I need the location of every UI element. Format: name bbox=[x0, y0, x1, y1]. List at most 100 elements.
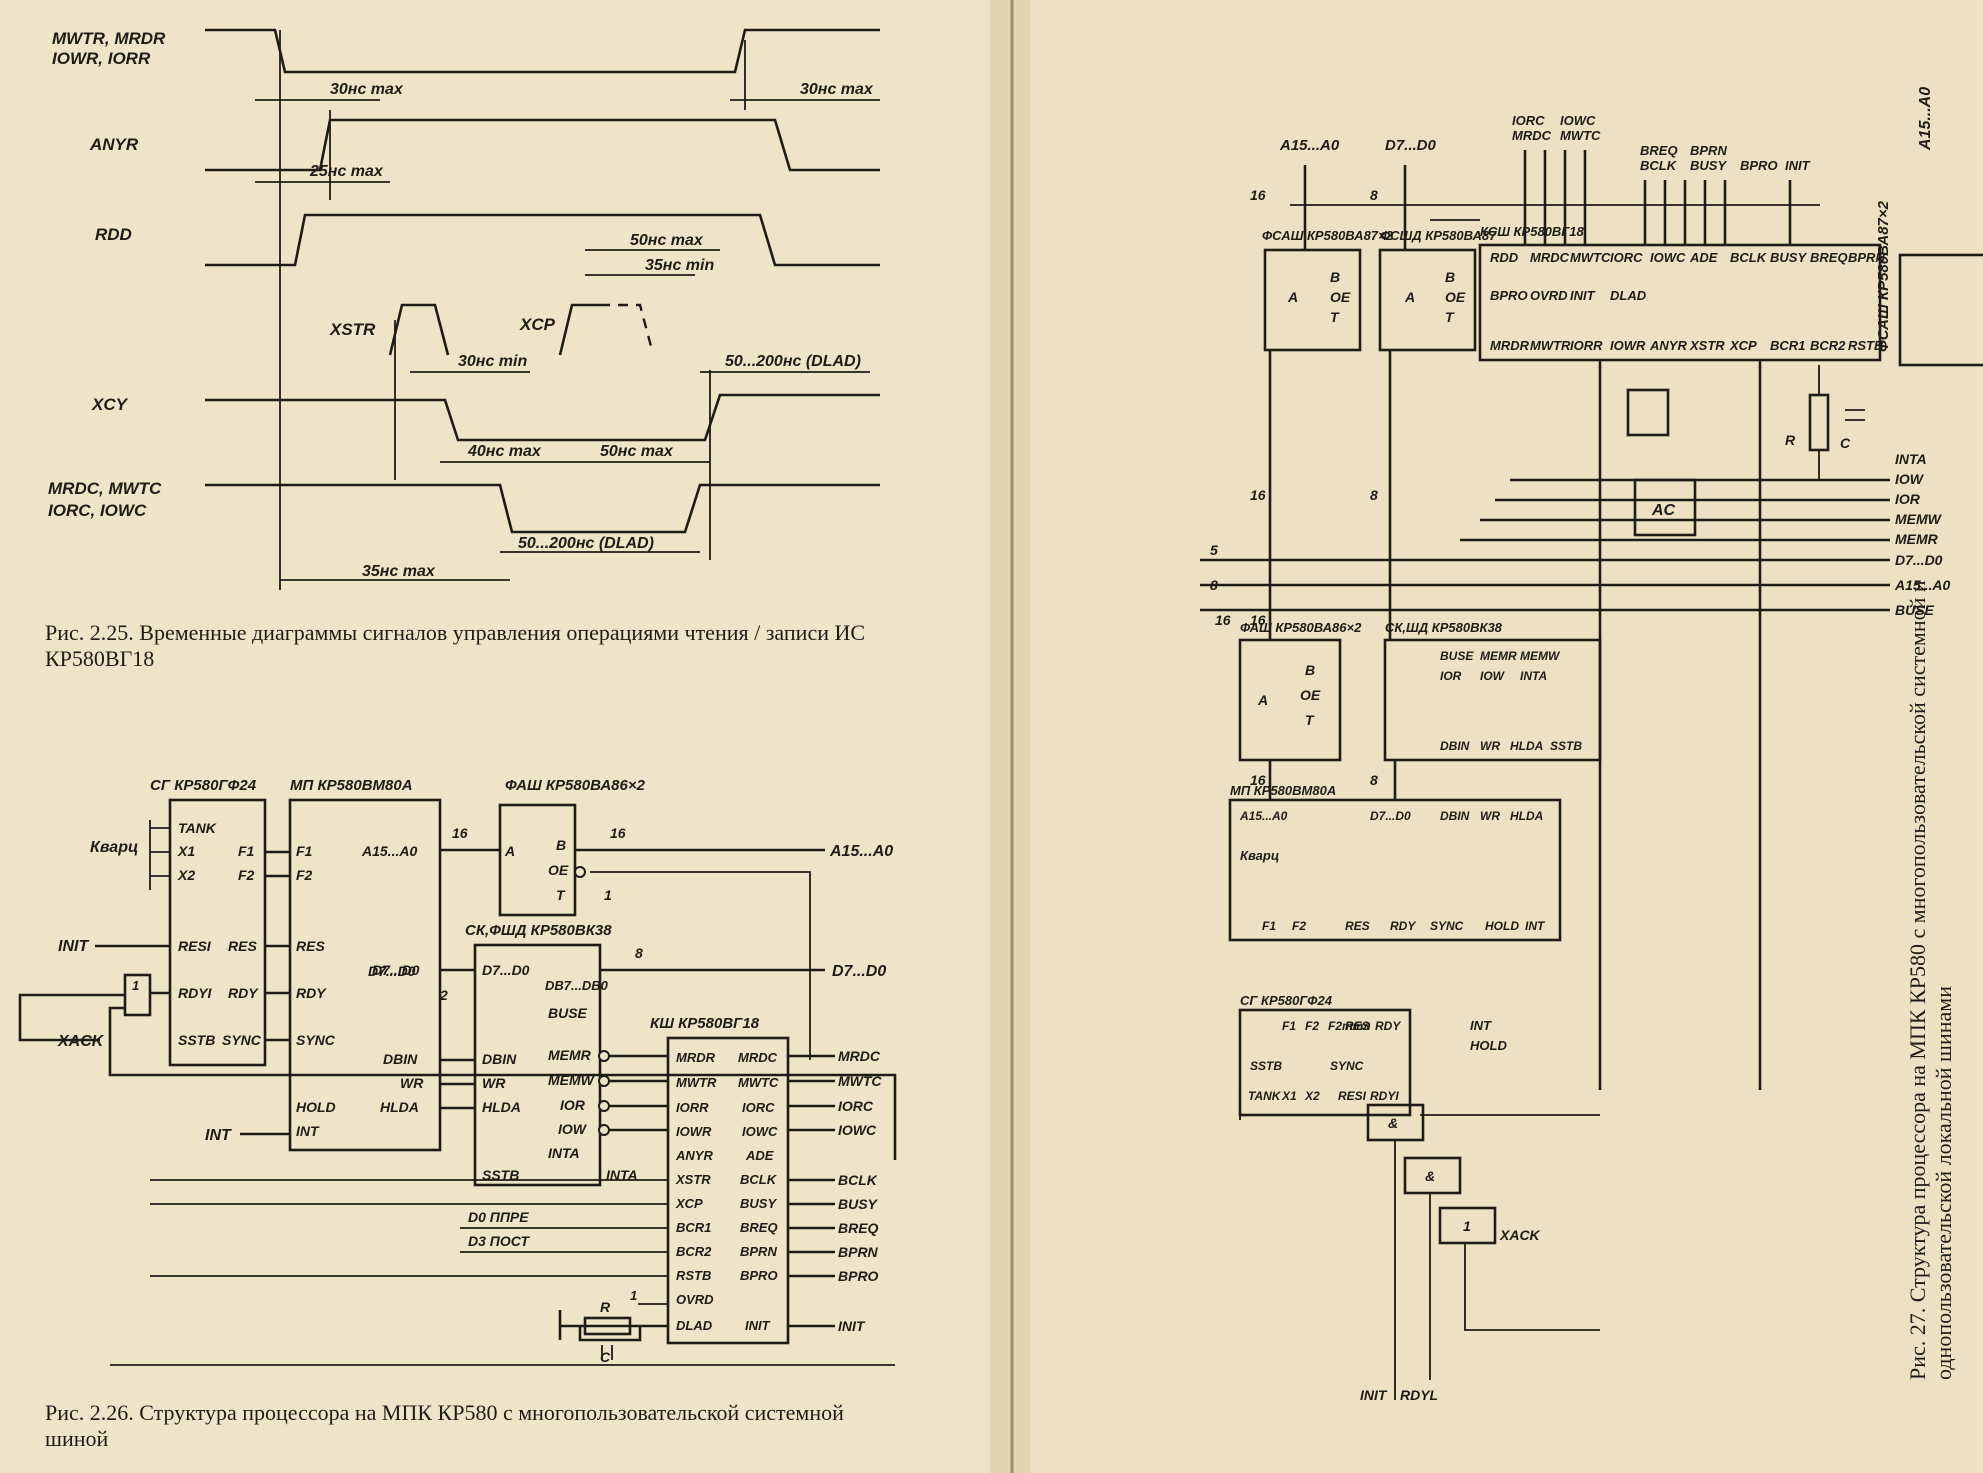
svg-text:A: A bbox=[1404, 289, 1415, 305]
svg-text:SYNC: SYNC bbox=[296, 1032, 336, 1048]
svg-text:DLAD: DLAD bbox=[676, 1318, 713, 1333]
signal-label-anyr: ANYR bbox=[89, 135, 139, 154]
svg-text:WR: WR bbox=[1480, 809, 1500, 823]
svg-text:DBIN: DBIN bbox=[1440, 809, 1470, 823]
svg-text:1: 1 bbox=[604, 887, 612, 903]
svg-text:RES: RES bbox=[1345, 919, 1370, 933]
svg-text:RES: RES bbox=[1345, 1019, 1370, 1033]
svg-text:XACK: XACK bbox=[1499, 1227, 1541, 1243]
gate-xstr bbox=[1626, 388, 1670, 437]
signal-anyr bbox=[205, 118, 880, 172]
timing-50ns: 50нс max bbox=[630, 232, 704, 249]
timing-35ns: 35нс max bbox=[362, 563, 436, 580]
svg-text:HOLD: HOLD bbox=[296, 1099, 336, 1115]
svg-text:DBIN: DBIN bbox=[482, 1051, 517, 1067]
svg-text:RDY: RDY bbox=[1390, 919, 1416, 933]
svg-text:RSTB: RSTB bbox=[1848, 338, 1883, 353]
svg-text:SSTB: SSTB bbox=[1550, 739, 1582, 753]
svg-text:OE: OE bbox=[1300, 687, 1321, 703]
block-sg bbox=[168, 798, 267, 1067]
svg-text:MEMR: MEMR bbox=[548, 1047, 592, 1063]
svg-text:A15...A0: A15...A0 bbox=[361, 843, 417, 859]
svg-text:1: 1 bbox=[1463, 1218, 1471, 1234]
svg-text:IORC: IORC bbox=[1610, 250, 1643, 265]
and-gate-2 bbox=[1403, 1156, 1462, 1195]
svg-text:A15...A0: A15...A0 bbox=[1917, 87, 1934, 151]
block-diagram-226: СГ КР580ГФ24 Кварц TANK X1 X2 F1 F2 RESI… bbox=[18, 777, 897, 1366]
svg-text:TANK: TANK bbox=[1248, 1089, 1282, 1103]
svg-text:RDYI: RDYI bbox=[1370, 1089, 1399, 1103]
svg-text:SYNC: SYNC bbox=[222, 1032, 262, 1048]
timing-50ns-b: 50нс max bbox=[600, 443, 674, 460]
svg-text:RES: RES bbox=[228, 938, 257, 954]
timing-50-200ns-b: 50...200нс (DLAD) bbox=[518, 535, 654, 552]
svg-text:IOW: IOW bbox=[1895, 471, 1925, 487]
svg-text:8: 8 bbox=[1210, 577, 1218, 593]
svg-text:8: 8 bbox=[1370, 487, 1378, 503]
svg-text:F1: F1 bbox=[1262, 919, 1276, 933]
label-xack: XACK bbox=[57, 1033, 105, 1050]
block-title-mp: МП КР580ВМ80А bbox=[290, 777, 413, 794]
svg-text:R: R bbox=[600, 1299, 611, 1315]
svg-text:INT: INT bbox=[1525, 919, 1546, 933]
svg-text:IORC: IORC bbox=[838, 1098, 874, 1114]
svg-text:RESI: RESI bbox=[1338, 1089, 1367, 1103]
timing-50-200ns-a: 50...200нс (DLAD) bbox=[725, 353, 861, 370]
resistor-r bbox=[583, 1316, 632, 1336]
svg-text:BREQ: BREQ bbox=[740, 1220, 778, 1235]
svg-text:16: 16 bbox=[610, 825, 626, 841]
signal-label-xcy: XCY bbox=[91, 395, 129, 414]
svg-text:IOWR: IOWR bbox=[1610, 338, 1646, 353]
svg-text:D7...D0: D7...D0 bbox=[368, 963, 416, 979]
svg-text:MRDC: MRDC bbox=[738, 1050, 778, 1065]
svg-text:BREQ: BREQ bbox=[838, 1220, 879, 1236]
signal-label-rdd: RDD bbox=[95, 225, 132, 244]
svg-text:B: B bbox=[1305, 662, 1315, 678]
svg-text:MRDR: MRDR bbox=[676, 1050, 716, 1065]
svg-text:F1: F1 bbox=[238, 843, 255, 859]
signal-label-mwtr: MWTR, MRDR bbox=[52, 29, 166, 48]
svg-text:RSTB: RSTB bbox=[676, 1268, 711, 1283]
svg-text:MRDR: MRDR bbox=[1490, 338, 1530, 353]
svg-text:F1: F1 bbox=[1282, 1019, 1296, 1033]
svg-text:8: 8 bbox=[1370, 772, 1378, 788]
svg-text:ADE: ADE bbox=[1689, 250, 1718, 265]
timing-30ns-a: 30нс max bbox=[330, 81, 404, 98]
label-init: INIT bbox=[58, 938, 89, 955]
svg-text:INIT: INIT bbox=[1360, 1387, 1388, 1403]
svg-text:XSTR: XSTR bbox=[1689, 338, 1725, 353]
svg-text:IORR: IORR bbox=[676, 1100, 709, 1115]
svg-text:BCLK: BCLK bbox=[838, 1172, 878, 1188]
timing-30ns-min: 30нс min bbox=[458, 353, 527, 370]
svg-text:1: 1 bbox=[132, 978, 139, 993]
svg-text:AC: AC bbox=[1651, 502, 1676, 519]
svg-text:IOR: IOR bbox=[560, 1097, 586, 1113]
svg-text:16: 16 bbox=[452, 825, 468, 841]
svg-text:BREQ: BREQ bbox=[1640, 143, 1678, 158]
svg-text:DB7...DB0: DB7...DB0 bbox=[545, 978, 609, 993]
svg-text:SSTB: SSTB bbox=[178, 1032, 215, 1048]
block-title-fash: ФАШ КР580ВА86×2 bbox=[505, 777, 646, 794]
svg-text:A15...A0: A15...A0 bbox=[1239, 809, 1288, 823]
svg-text:BPRO: BPRO bbox=[1490, 288, 1528, 303]
block-title-skfshd: СК,ФШД КР580ВК38 bbox=[465, 922, 612, 939]
svg-text:MWTC: MWTC bbox=[738, 1075, 779, 1090]
svg-text:IORC: IORC bbox=[742, 1100, 775, 1115]
svg-text:RDY: RDY bbox=[1375, 1019, 1401, 1033]
label-int: INT bbox=[205, 1127, 232, 1144]
svg-text:HLDA: HLDA bbox=[1510, 739, 1543, 753]
svg-text:F2: F2 bbox=[238, 867, 255, 883]
block-skfshd bbox=[473, 943, 602, 1187]
svg-text:D7...D0: D7...D0 bbox=[372, 962, 420, 978]
svg-text:HLDA: HLDA bbox=[482, 1099, 521, 1115]
svg-text:HLDA: HLDA bbox=[380, 1099, 419, 1115]
svg-text:T: T bbox=[1330, 309, 1340, 325]
fig27-page: AC & & 1 R C bbox=[1200, 113, 1950, 1403]
svg-text:&: & bbox=[1388, 1115, 1398, 1131]
svg-text:INIT: INIT bbox=[838, 1318, 866, 1334]
svg-text:MWTC: MWTC bbox=[1560, 128, 1601, 143]
svg-text:Рис. 27. Структура процессора: Рис. 27. Структура процессора на МПК КР5… bbox=[1905, 575, 1956, 1380]
bus-label-d7d0: D7...D0 bbox=[832, 963, 886, 980]
svg-text:X2: X2 bbox=[177, 867, 195, 883]
svg-text:BCR1: BCR1 bbox=[676, 1220, 711, 1235]
